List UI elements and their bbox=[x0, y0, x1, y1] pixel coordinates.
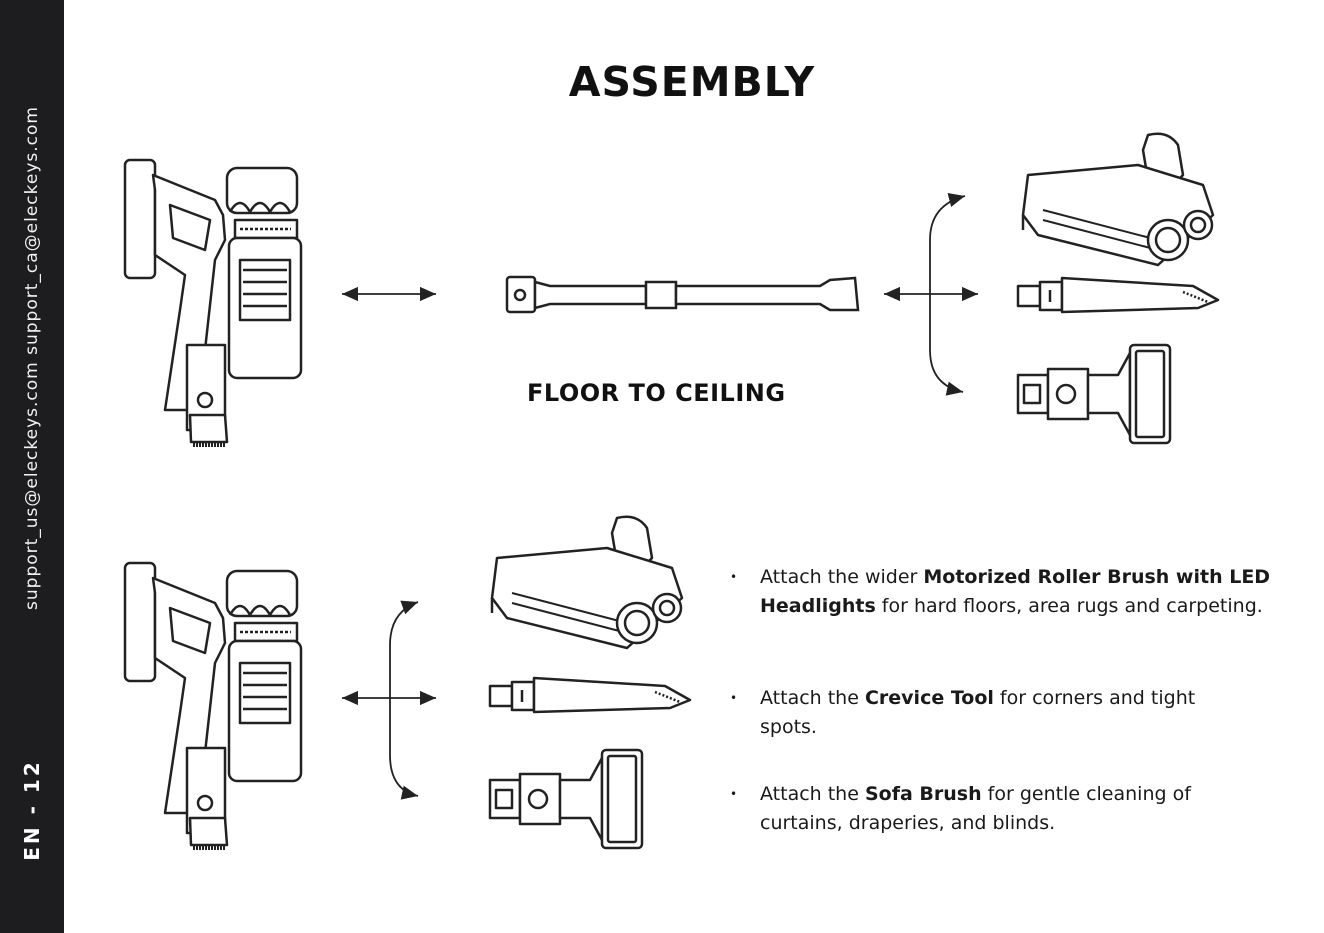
sofa-brush-top bbox=[1016, 343, 1172, 445]
crevice-tool-top bbox=[1016, 276, 1220, 314]
section-subtitle: FLOOR TO CEILING bbox=[527, 379, 786, 407]
sofa-brush-name: Sofa Brush bbox=[864, 783, 982, 805]
crevice-tool-bottom bbox=[488, 676, 692, 714]
page-title: ASSEMBLY bbox=[568, 58, 816, 106]
bullet: • bbox=[730, 691, 738, 705]
vacuum-body-top bbox=[123, 158, 303, 447]
sidebar: EN - 12 support_us@eleckeys.com support_… bbox=[0, 0, 64, 933]
bullet: • bbox=[730, 570, 738, 584]
roller-brush-name: Motorized Roller Brush with LED Headligh… bbox=[760, 566, 1271, 617]
instruction-roller-brush: • Attach the wider Motorized Roller Brus… bbox=[730, 563, 1290, 621]
vacuum-body-bottom bbox=[123, 561, 303, 850]
bullet: • bbox=[730, 787, 738, 801]
bracket-arrow-bottom bbox=[389, 600, 419, 800]
bracket-arrow-top bbox=[929, 193, 966, 396]
crevice-tool-name: Crevice Tool bbox=[864, 687, 994, 709]
motorized-roller-brush-top bbox=[1021, 132, 1215, 267]
instruction-sofa-brush: • Attach the Sofa Brush for gentle clean… bbox=[730, 780, 1250, 838]
extension-tube bbox=[505, 275, 860, 314]
instruction-crevice-tool: • Attach the Crevice Tool for corners an… bbox=[730, 684, 1210, 742]
motorized-roller-brush-bottom bbox=[490, 515, 684, 650]
sofa-brush-bottom bbox=[488, 748, 644, 850]
